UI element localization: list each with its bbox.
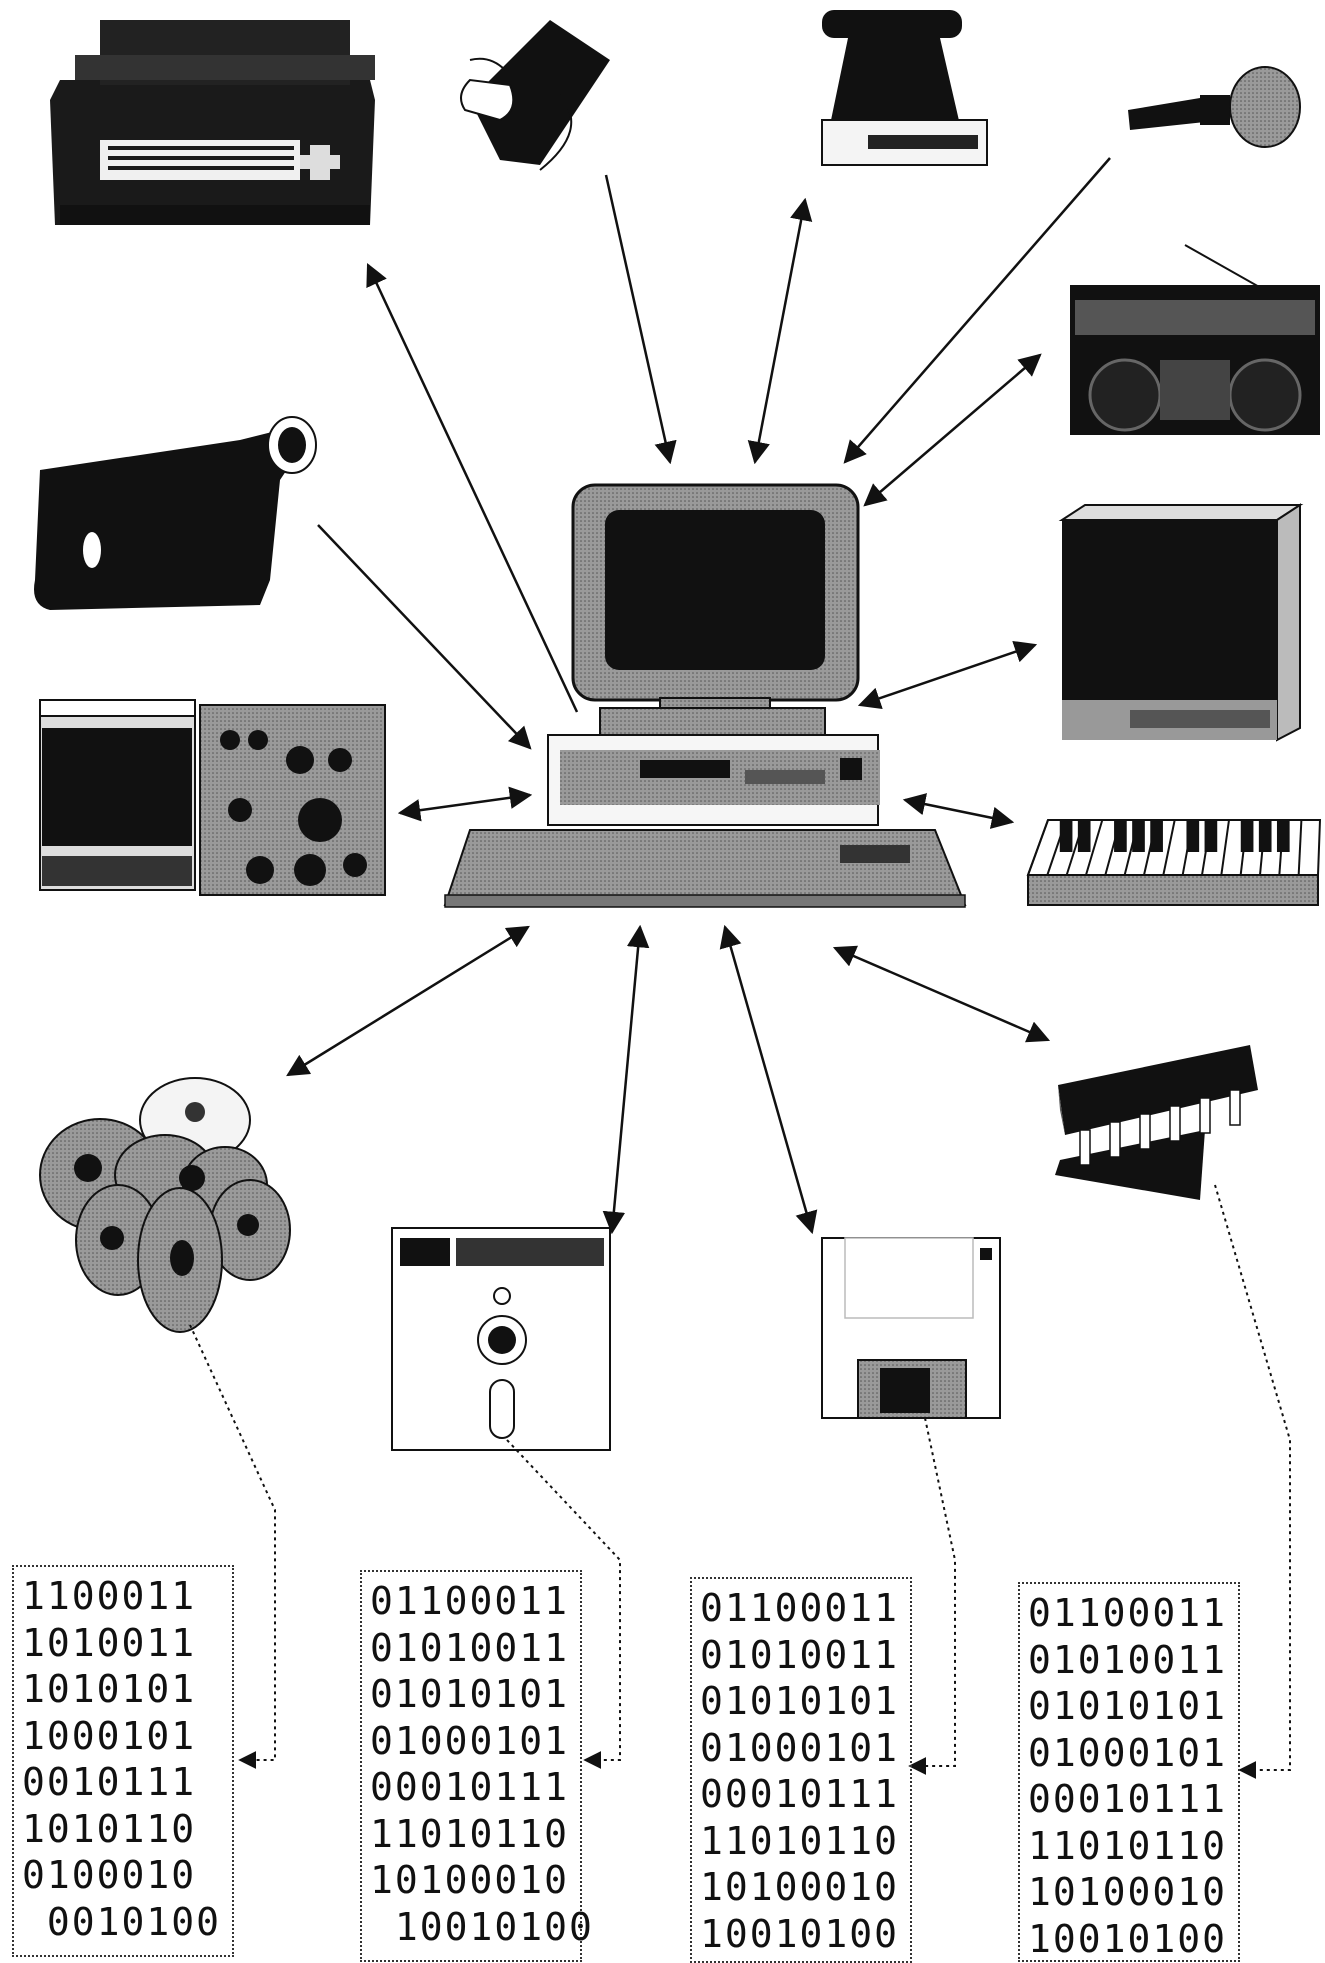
binary-line: 01010011: [700, 1632, 900, 1677]
binary-line: 01010101: [370, 1672, 570, 1716]
computer-icon: [443, 483, 967, 908]
binary-line: 0100010: [22, 1853, 197, 1897]
binary-line: 11010110: [700, 1818, 900, 1863]
binary-line: 01010011: [370, 1625, 570, 1670]
data-links: [189, 1184, 1291, 1779]
binary-line: 01000101: [370, 1718, 570, 1763]
memory-chip-icon: [1055, 1045, 1258, 1200]
binary-line: 00010111: [700, 1772, 900, 1816]
speaker-icon: [1058, 503, 1304, 742]
binary-line: 01010101: [700, 1679, 900, 1723]
radio-icon: [1070, 244, 1320, 435]
binary-line: 11010110: [1028, 1823, 1228, 1868]
video-camera-icon: [34, 416, 317, 610]
binary-line: 1010101: [22, 1667, 197, 1711]
binary-line: 01010101: [1028, 1684, 1228, 1728]
binary-line: 01100011: [700, 1586, 900, 1630]
binary-line: 01100011: [1028, 1591, 1228, 1635]
typewriter-icon: [50, 20, 375, 225]
binary-line: 10100010: [700, 1865, 900, 1909]
binary-line: 01100011: [370, 1579, 570, 1623]
piano-keyboard-icon: [1026, 819, 1322, 906]
binary-line: 01010011: [1028, 1637, 1228, 1682]
binary-line: 10100010: [1028, 1870, 1228, 1914]
floppy-525-icon: [391, 1227, 611, 1451]
binary-line: 1010011: [22, 1620, 197, 1665]
binary-line: 0010100: [22, 1899, 222, 1944]
binary-line: 10100010: [370, 1858, 570, 1902]
binary-line: 00010111: [1028, 1777, 1228, 1821]
binary-line: 10010100: [370, 1904, 594, 1949]
floppy-35-icon: [821, 1237, 1001, 1419]
oscilloscope-icon: [39, 699, 386, 896]
binary-line: 1010110: [22, 1806, 197, 1851]
binary-line: 0010111: [22, 1760, 197, 1804]
binary-line: 01000101: [700, 1725, 900, 1770]
scanner-icon: [460, 20, 610, 171]
connection-arrows: [286, 157, 1111, 1235]
cd-disc-icon: [39, 1077, 291, 1333]
binary-line: 01000101: [1028, 1730, 1228, 1775]
telephone-icon: [821, 10, 988, 166]
binary-line: 1100011: [22, 1574, 197, 1618]
binary-line: 11010110: [370, 1811, 570, 1856]
binary-line: 10010100: [700, 1911, 900, 1956]
binary-line: 00010111: [370, 1765, 570, 1809]
binary-line: 1000101: [22, 1713, 197, 1758]
binary-line: 10010100: [1028, 1916, 1228, 1961]
microphone-icon: [1128, 66, 1301, 148]
